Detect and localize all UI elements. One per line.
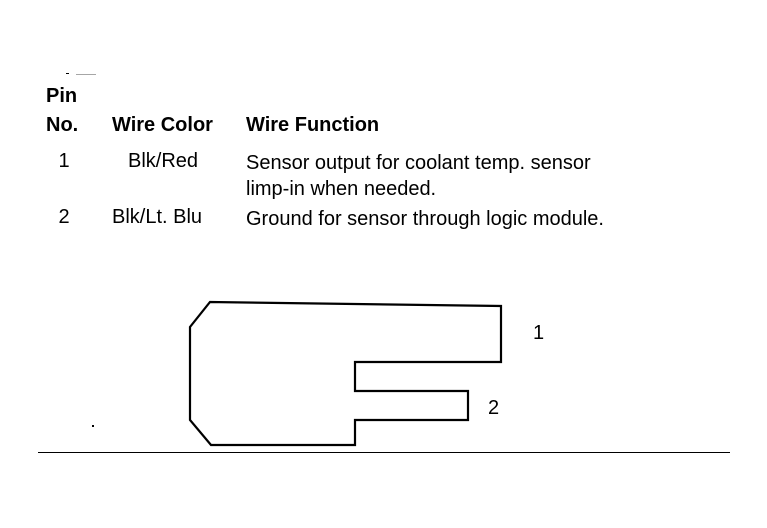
table-row-1-pin: 1	[58, 150, 70, 172]
table-row-1-function-cont: limp-in when needed.	[246, 178, 437, 200]
bottom-divider	[38, 452, 730, 453]
scan-speck	[92, 425, 94, 427]
table-row-1-color: Blk/Red	[128, 150, 199, 172]
wire-color-header: Wire Color	[112, 114, 213, 136]
scan-speck	[66, 73, 69, 74]
table-row-2-function: Ground for sensor through logic module.	[246, 208, 604, 230]
table-row-1-function: Sensor output for coolant temp. sensor	[246, 152, 591, 174]
pin-no-header: No.	[46, 114, 79, 136]
connector-pin-2-label: 2	[488, 397, 500, 419]
pin-header: Pin	[46, 85, 78, 107]
scan-speck	[76, 74, 96, 75]
table-row-2-pin: 2	[58, 206, 70, 228]
connector-pin-1-label: 1	[533, 322, 545, 344]
connector-body	[188, 300, 503, 447]
table-row-2-color: Blk/Lt. Blu	[112, 206, 203, 228]
wire-function-header: Wire Function	[246, 114, 380, 136]
